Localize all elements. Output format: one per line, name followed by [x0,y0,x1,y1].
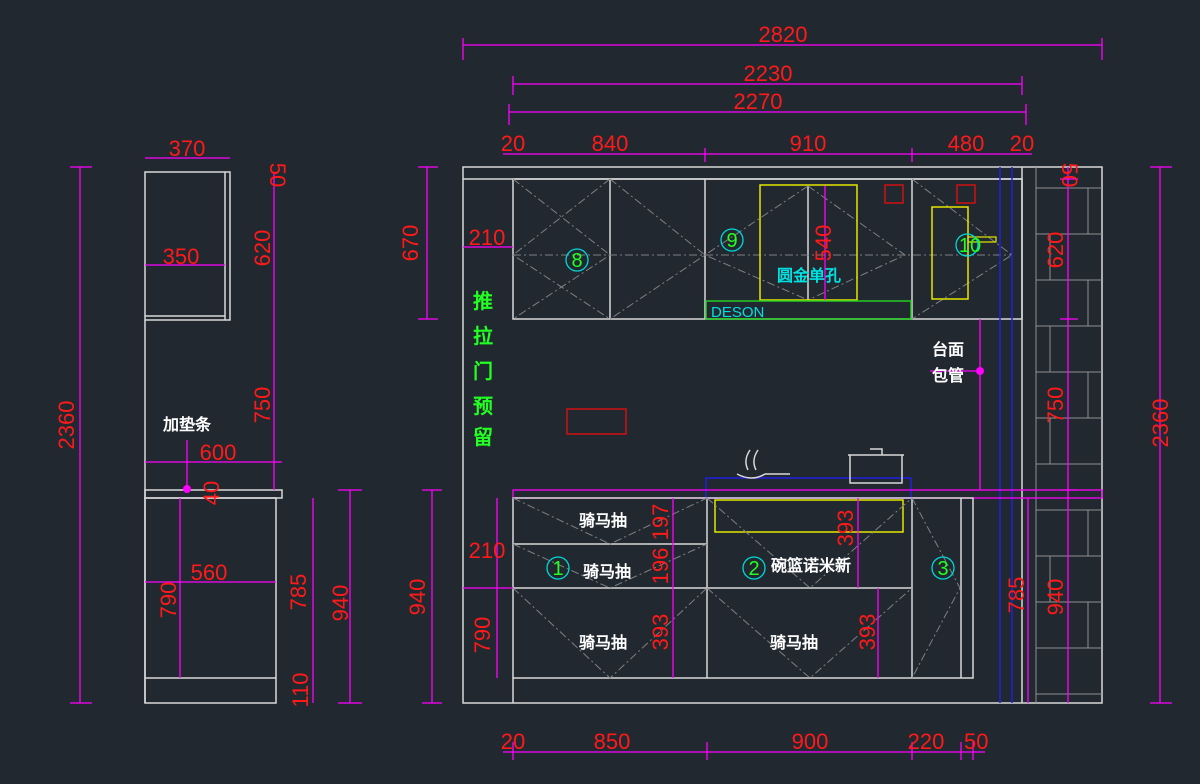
drawer-label: 骑马抽 [579,511,627,530]
dim-50: 50 [964,729,988,754]
dim-220: 220 [908,729,945,754]
dim-50: 50 [1057,163,1082,187]
wall-outline [462,166,1103,704]
svg-text:推: 推 [473,289,493,313]
drawer-label: 骑马抽 [583,562,631,581]
dim-750: 750 [1043,387,1068,424]
brand-strip [705,300,912,320]
dim-110: 110 [288,672,313,707]
dim-620: 620 [1043,232,1068,269]
dim-790: 790 [470,617,495,654]
dim-393: 393 [833,510,858,547]
shim-strip-note: 加垫条 [162,415,212,434]
svg-text:门: 门 [473,359,493,383]
dim-2820: 2820 [759,22,808,47]
svg-text:9: 9 [726,230,737,252]
dim-900: 900 [792,729,829,754]
sliding-door-note: 推 拉 门 预 留 [473,289,493,449]
pipe-note-1: 台面 [932,340,964,359]
svg-text:预: 预 [473,395,493,418]
cooktop [705,477,912,499]
svg-text:留: 留 [473,425,493,449]
socket [956,184,976,204]
dim-20: 20 [1010,131,1034,156]
front-elevation: DESON 圆金单孔 台面 包管 推 拉 门 预 留 骑马抽 骑马抽 骑马抽 骑… [398,22,1173,760]
dim-560: 560 [191,560,228,585]
tile-wall [1035,167,1102,703]
dim-670: 670 [398,225,423,262]
side-view: 370 50 350 620 2360 750 600 40 560 790 7… [54,136,362,708]
dim-393: 393 [855,614,880,651]
dimension-lines [418,38,1172,760]
pan-icon [736,449,790,479]
svg-text:10: 10 [959,235,981,257]
dim-750: 750 [250,387,275,424]
dim-940: 940 [1043,579,1068,616]
svg-text:拉: 拉 [473,324,493,348]
side-upper-cabinet [144,171,231,321]
dim-210: 210 [469,225,506,250]
pipe-note-2: 包管 [932,366,964,385]
svg-text:3: 3 [937,558,948,580]
dim-20: 20 [501,131,525,156]
dim-370: 370 [169,136,206,161]
dim-197: 197 [648,504,673,541]
dim-2360: 2360 [1148,399,1173,448]
dim-50: 50 [265,163,290,187]
pot-icon [848,448,904,484]
dim-785: 785 [1004,577,1029,614]
dim-620: 620 [250,230,275,267]
svg-text:2: 2 [748,558,759,580]
basket-label: 碗篮诺米新 [771,556,851,575]
dim-540: 540 [811,225,836,262]
dim-210: 210 [469,538,506,563]
socket [884,184,904,204]
dim-40: 40 [199,481,224,505]
dim-850: 850 [594,729,631,754]
dim-940: 940 [405,579,430,616]
range-hood [759,184,858,301]
svg-text:8: 8 [571,250,582,272]
marker-2: 2 [742,556,766,580]
dim-940: 940 [328,585,353,622]
marker-10: 10 [955,233,981,257]
dim-350: 350 [163,244,200,269]
brand-label: DESON [711,304,764,321]
marker-8: 8 [565,248,589,272]
dim-2270: 2270 [734,89,783,114]
marker-3: 3 [931,556,955,580]
dim-840: 840 [592,131,629,156]
countertop [512,489,1103,499]
marker-9: 9 [720,228,744,252]
marker-1: 1 [546,556,570,580]
drawer-label: 骑马抽 [770,633,818,652]
drawer-label: 骑马抽 [579,633,627,652]
hood-label: 圆金单孔 [777,266,841,285]
dim-2360: 2360 [54,401,79,450]
socket [566,408,627,435]
dim-910: 910 [790,131,827,156]
dim-480: 480 [948,131,985,156]
dim-196: 196 [648,548,673,585]
dim-20: 20 [501,729,525,754]
dim-393: 393 [648,614,673,651]
boiler [931,206,969,300]
dim-600: 600 [200,440,237,465]
side-lower-cabinet [144,497,277,704]
dim-790: 790 [156,582,181,619]
svg-text:1: 1 [552,558,563,580]
dim-2230: 2230 [744,61,793,86]
dim-785: 785 [286,574,311,611]
